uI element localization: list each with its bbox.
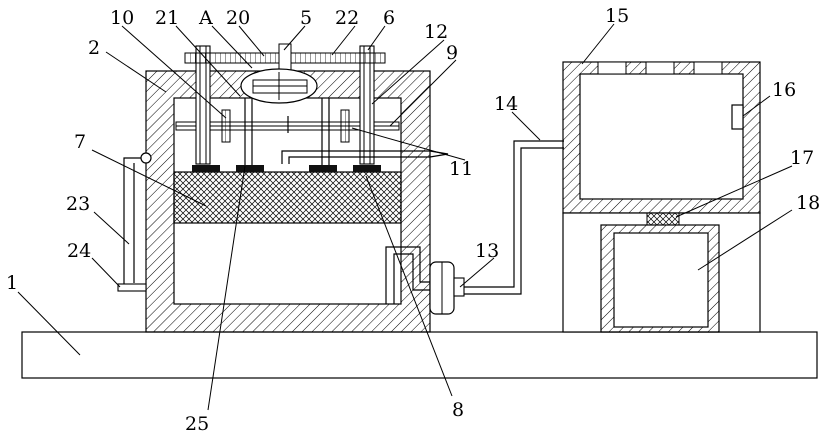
base-plate (22, 332, 817, 378)
label-a: A (198, 7, 213, 29)
label-14: 14 (494, 93, 518, 115)
label-9: 9 (446, 42, 458, 64)
label-16: 16 (772, 79, 796, 101)
label-2: 2 (88, 37, 100, 59)
label-21: 21 (155, 7, 179, 29)
gear-right (341, 110, 349, 142)
connecting-pipe (464, 141, 564, 287)
label-24: 24 (67, 240, 91, 262)
label-23: 23 (66, 193, 90, 215)
collection-box (563, 62, 760, 213)
vertical-shaft-right (360, 46, 374, 164)
label-25: 25 (185, 413, 209, 435)
valve (647, 213, 679, 225)
label-12: 12 (424, 21, 448, 43)
gear-left (222, 110, 230, 142)
side-window (732, 105, 743, 129)
label-5: 5 (300, 7, 312, 29)
label-8: 8 (452, 399, 464, 421)
label-6: 6 (383, 7, 395, 29)
label-22: 22 (335, 7, 359, 29)
label-17: 17 (790, 147, 814, 169)
label-13: 13 (475, 240, 499, 262)
label-11: 11 (449, 158, 473, 180)
label-15: 15 (605, 5, 629, 27)
label-20: 20 (226, 7, 250, 29)
label-1: 1 (6, 272, 18, 294)
vertical-shaft-left (196, 46, 210, 164)
label-10: 10 (110, 7, 134, 29)
label-18: 18 (796, 192, 820, 214)
label-7: 7 (74, 131, 86, 153)
